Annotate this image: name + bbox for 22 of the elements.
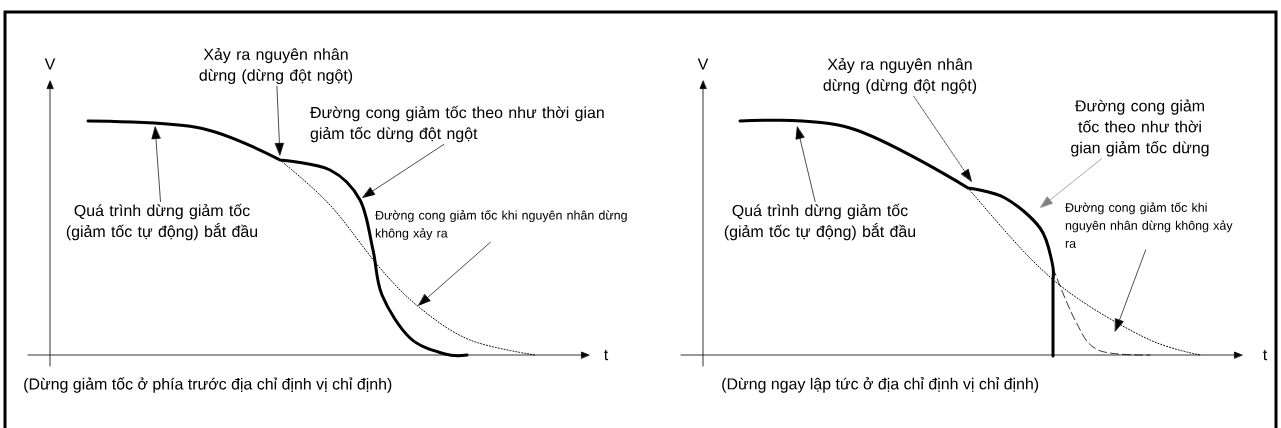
leader-arrow <box>362 144 445 198</box>
panel-caption: (Dừng giảm tốc ở phía trước địa chỉ định vị chỉ định) <box>24 377 392 393</box>
panel-caption: (Dừng ngay lập tức ở địa chỉ định vị chỉ định) <box>722 377 1039 393</box>
annotation-text: Đường cong giảm tốc khi nguyên nhân dừng không xảy ra <box>1065 202 1233 248</box>
annotation-text: Quá trình dừng giảm tốc (giảm tốc tự động) bắt đầu <box>66 203 258 241</box>
axis-label: t <box>1263 349 1268 361</box>
axis-label: V <box>697 58 709 70</box>
annotation-text: Đường cong giảm tốc theo như thời gian giảm tốc dừng đột ngột <box>310 105 604 143</box>
axis-label: V <box>44 58 56 70</box>
annotation-text: Đường cong giảm tốc khi nguyên nhân dừng không xảy ra <box>375 209 627 241</box>
annotation-text: Xảy ra nguyên nhân dừng (dừng đột ngột) <box>199 47 353 85</box>
axis-label: t <box>604 349 609 361</box>
leader-arrow <box>795 126 816 202</box>
leader-arrow <box>275 85 284 156</box>
leader-arrow <box>1040 158 1102 208</box>
leader-arrow <box>913 95 972 182</box>
annotation-text: Đường cong giảm tốc theo như thời gian giảm tốc dừng <box>1071 99 1209 157</box>
annotation-text: Xảy ra nguyên nhân dừng (dừng đột ngột) <box>823 57 977 95</box>
leader-arrow <box>151 126 161 202</box>
annotation-text: Quá trình dừng giảm tốc (giảm tốc tự động) bắt đầu <box>724 203 916 241</box>
leader-arrow <box>418 241 491 306</box>
leader-arrow <box>1115 249 1146 332</box>
